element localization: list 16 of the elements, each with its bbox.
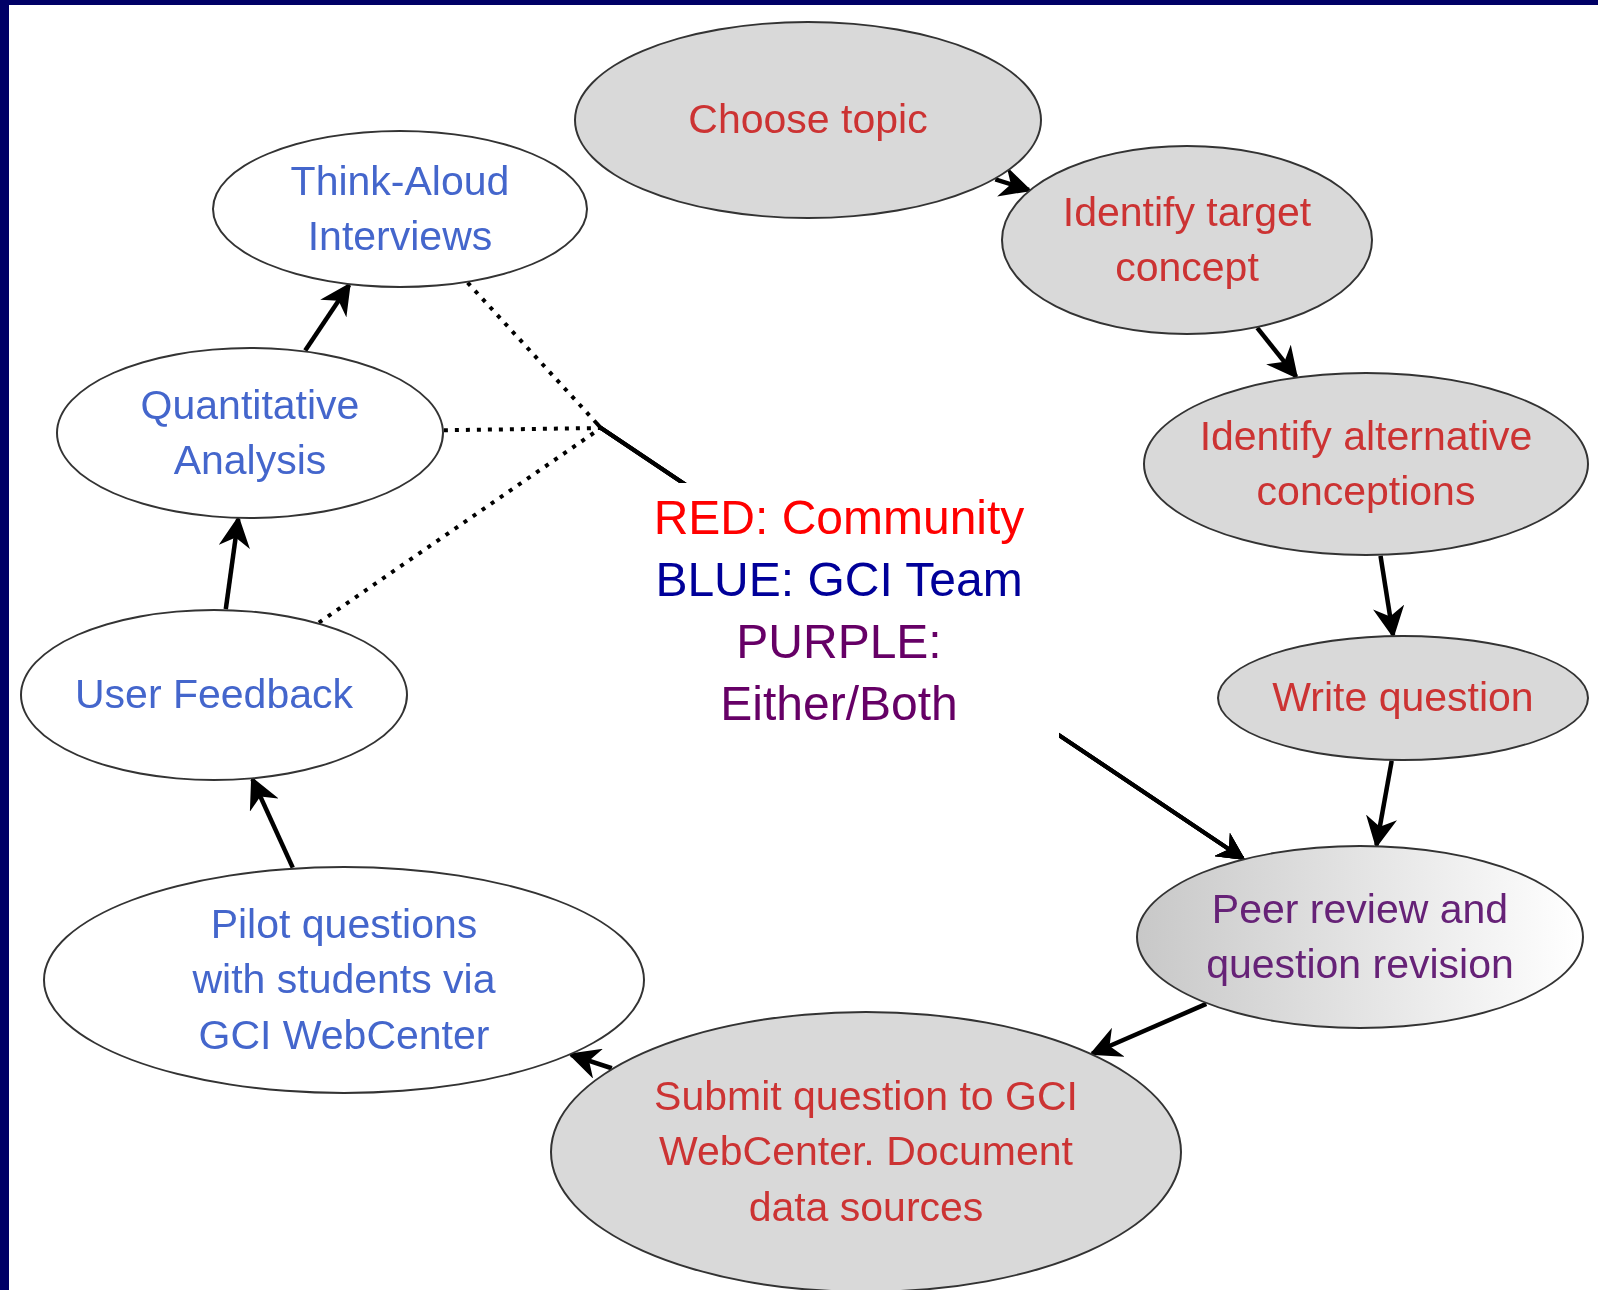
node-label: Write question xyxy=(1271,673,1535,723)
node-label: Think-Aloud Interviews xyxy=(289,156,511,261)
arrow xyxy=(1255,326,1299,380)
node-label: Pilot questions with students via GCI WebCenter xyxy=(191,900,497,1060)
node-label: Quantitative Analysis xyxy=(139,380,361,485)
arrow xyxy=(568,1048,613,1079)
node-label: Identify target concept xyxy=(1061,187,1313,292)
legend-entry: RED: Community xyxy=(652,490,1026,546)
node-label: Choose topic xyxy=(687,95,929,145)
legend-entry: PURPLE: Either/Both xyxy=(719,614,959,732)
node-label: User Feedback xyxy=(74,670,354,720)
arrow xyxy=(1089,1001,1208,1057)
legend-entry: BLUE: GCI Team xyxy=(654,552,1024,608)
node-label: Peer review and question revision xyxy=(1205,884,1515,989)
node-label: Submit question to GCI WebCenter. Document data sources xyxy=(653,1072,1079,1232)
node-label: Identify alternative conceptions xyxy=(1198,411,1534,516)
